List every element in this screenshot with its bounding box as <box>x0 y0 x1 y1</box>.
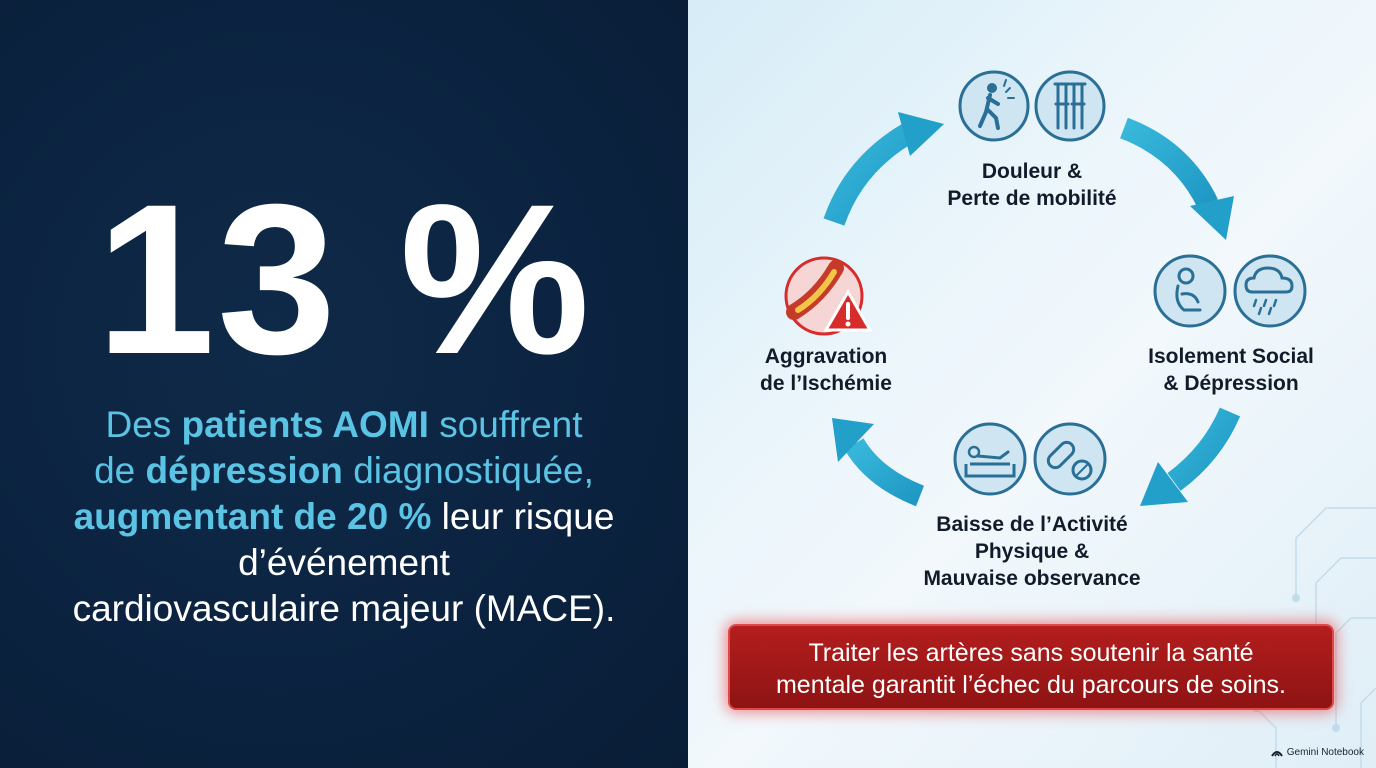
rain-cloud-icon <box>1233 254 1307 328</box>
activity-icons <box>953 422 1107 496</box>
notebook-logo-icon <box>1270 750 1283 757</box>
right-panel: Douleur & Perte de mobilité Isolement So… <box>688 0 1376 768</box>
watermark: Gemini Notebook <box>1270 747 1364 758</box>
node-activity-label: Baisse de l’Activité Physique & Mauvaise… <box>923 513 1141 590</box>
stat-description: Des patients AOMI souffrent de dépressio… <box>20 402 668 632</box>
person-on-couch-icon <box>953 422 1027 496</box>
stat-line-5: cardiovasculaire majeur (MACE). <box>72 588 616 629</box>
warning-callout: Traiter les artères sans soutenir la san… <box>728 624 1334 710</box>
callout-line-1: Traiter les artères sans soutenir la san… <box>808 639 1254 667</box>
big-stat-value: 13 % <box>96 160 592 399</box>
arrow-ischemia-to-pain <box>823 112 944 226</box>
arrow-activity-to-ischemia <box>832 418 925 507</box>
arrow-pain-to-isolation <box>1119 117 1234 240</box>
stat-line-4: d’événement <box>238 542 450 583</box>
pills-icon <box>1033 422 1107 496</box>
watermark-text: Gemini Notebook <box>1286 747 1364 758</box>
callout-line-2: mentale garantit l’échec du parcours de … <box>775 671 1286 699</box>
artery-warning-icon <box>784 256 873 336</box>
pain-icons <box>958 70 1106 142</box>
isolation-icons <box>1153 254 1307 328</box>
arrow-isolation-to-activity <box>1140 407 1241 506</box>
stat-line-2: de dépression diagnostiquée, <box>94 450 594 491</box>
node-pain-label: Douleur & Perte de mobilité <box>947 160 1117 210</box>
cycle-arrows <box>823 112 1241 507</box>
stat-line-3: augmentant de 20 % leur risque <box>73 496 615 537</box>
sad-person-icon <box>1153 254 1227 328</box>
node-isolation-label: Isolement Social & Dépression <box>1148 345 1314 395</box>
stat-line-1: Des patients AOMI souffrent <box>105 404 583 445</box>
crutches-icon <box>1034 70 1106 142</box>
limping-person-icon <box>958 70 1030 142</box>
node-ischemia-label: Aggravation de l’Ischémie <box>760 345 892 395</box>
left-panel: 13 % Des patients AOMI souffrent de dépr… <box>0 0 688 768</box>
